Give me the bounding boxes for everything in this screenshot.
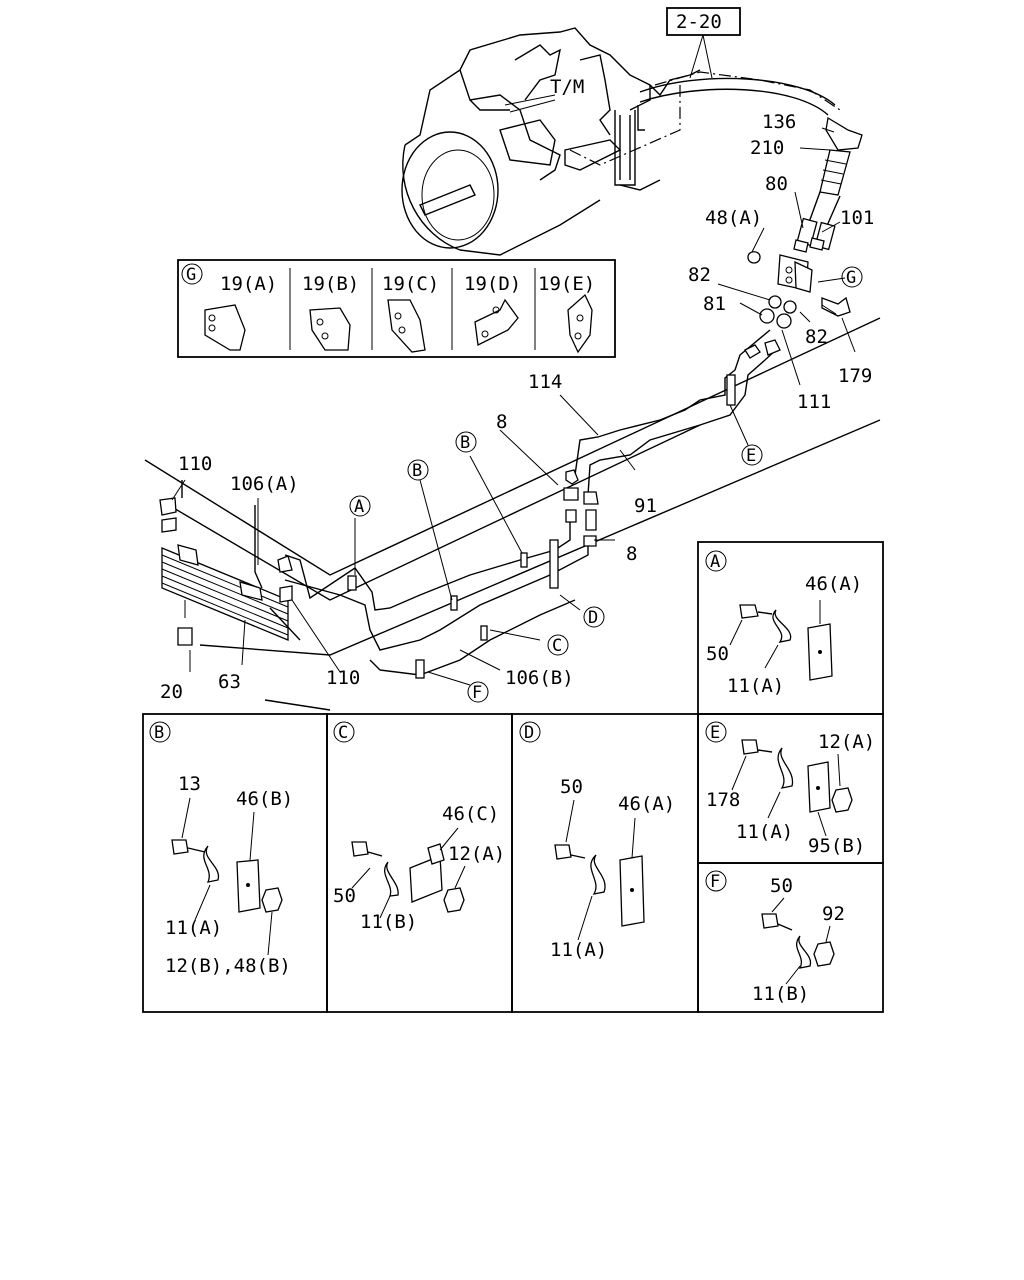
bracket-panel: G 19(A) 19(B) 19(C) 19(D) 19(E) xyxy=(177,259,616,358)
callout-81: 81 xyxy=(703,293,726,315)
marker-c-main: C xyxy=(552,636,562,656)
marker-d-main: D xyxy=(588,608,598,628)
callout-63: 63 xyxy=(218,671,241,693)
bracket-19b: 19(B) xyxy=(302,273,359,295)
panel-d-marker: D xyxy=(524,723,534,743)
callout-8-upper: 8 xyxy=(496,411,507,433)
callout-179: 179 xyxy=(838,365,872,387)
panel-b-13: 13 xyxy=(178,773,201,795)
panel-e-12: 12(A) xyxy=(818,731,875,753)
marker-b1-main: B xyxy=(412,461,422,481)
panel-a-marker: A xyxy=(710,552,720,572)
callout-80: 80 xyxy=(765,173,788,195)
leader-lines xyxy=(171,127,856,686)
bracket-19c: 19(C) xyxy=(382,273,439,295)
panel-d-50: 50 xyxy=(560,776,583,798)
callout-82-upper: 82 xyxy=(688,264,711,286)
callout-111: 111 xyxy=(797,391,831,413)
reference-box-label: 2-20 xyxy=(676,11,722,33)
reference-box: 2-20 xyxy=(666,7,741,79)
transmission-label: T/M xyxy=(550,76,584,98)
callout-101: 101 xyxy=(840,207,874,229)
detail-panel-b: B 13 46(B) 11(A) 12(B),48(B) xyxy=(142,713,328,1013)
panel-f-marker: F xyxy=(710,872,720,892)
panel-f-50: 50 xyxy=(770,875,793,897)
bracket-19d: 19(D) xyxy=(464,273,521,295)
panel-c-11: 11(B) xyxy=(360,911,417,933)
callout-8-lower: 8 xyxy=(626,543,637,565)
panel-a-11: 11(A) xyxy=(727,675,784,697)
panel-e-marker: E xyxy=(710,723,720,743)
transmission-drawing: T/M xyxy=(401,27,841,256)
panel-c-marker: C xyxy=(338,723,348,743)
bracket-cluster xyxy=(747,237,851,329)
panel-b-46: 46(B) xyxy=(236,788,293,810)
bracket-19e: 19(E) xyxy=(538,273,595,295)
bracket-19a: 19(A) xyxy=(220,273,277,295)
oil-cooler xyxy=(159,480,301,646)
marker-b2-main: B xyxy=(460,433,470,453)
marker-g-main: G xyxy=(846,268,856,288)
callout-210: 210 xyxy=(750,137,784,159)
detail-panel-c: C 46(C) 12(A) 50 11(B) xyxy=(326,713,513,1013)
panel-c-46: 46(C) xyxy=(442,803,499,825)
marker-a-main: A xyxy=(354,497,364,517)
detail-panel-e: E 12(A) 178 11(A) 95(B) xyxy=(697,713,884,864)
callout-20: 20 xyxy=(160,681,183,703)
panel-e-95: 95(B) xyxy=(808,835,865,857)
panel-c-12: 12(A) xyxy=(448,843,505,865)
panel-e-11: 11(A) xyxy=(736,821,793,843)
callout-110-lower: 110 xyxy=(326,667,360,689)
panel-a-50: 50 xyxy=(706,643,729,665)
marker-e-main: E xyxy=(746,446,756,466)
panel-f-92: 92 xyxy=(822,903,845,925)
panel-e-178: 178 xyxy=(706,789,740,811)
callout-106b: 106(B) xyxy=(505,667,574,689)
panel-d-11: 11(A) xyxy=(550,939,607,961)
panel-b-12: 12(B),48(B) xyxy=(165,955,291,977)
callout-110-upper: 110 xyxy=(178,453,212,475)
marker-f-main: F xyxy=(472,683,482,703)
detail-panel-d: D 50 46(A) 11(A) xyxy=(511,713,699,1013)
bracket-panel-marker: G xyxy=(186,265,196,285)
main-callouts: 136 210 80 101 48(A) 82 81 82 179 111 11… xyxy=(160,111,874,703)
panel-a-46: 46(A) xyxy=(805,573,862,595)
callout-48a: 48(A) xyxy=(705,207,762,229)
callout-91: 91 xyxy=(634,495,657,517)
callout-114: 114 xyxy=(528,371,562,393)
panel-b-marker: B xyxy=(154,723,164,743)
detail-panel-a: A 46(A) 50 11(A) xyxy=(697,541,884,715)
detail-panel-f: F 50 92 11(B) xyxy=(697,862,884,1013)
panel-c-50: 50 xyxy=(333,885,356,907)
panel-d-46: 46(A) xyxy=(618,793,675,815)
callout-82-lower: 82 xyxy=(805,326,828,348)
main-markers: G A B B C D E F xyxy=(349,266,863,703)
callout-106a: 106(A) xyxy=(230,473,299,495)
panel-b-11: 11(A) xyxy=(165,917,222,939)
panel-f-11: 11(B) xyxy=(752,983,809,1005)
callout-136: 136 xyxy=(762,111,796,133)
